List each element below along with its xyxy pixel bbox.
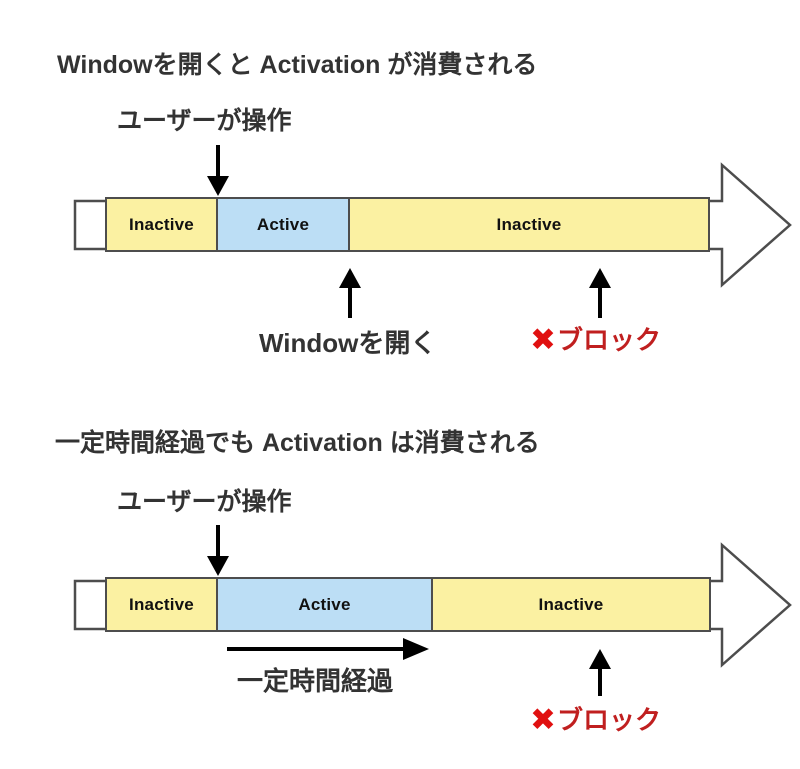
right-arrow-icon bbox=[227, 638, 429, 660]
down-arrow-icon bbox=[207, 525, 229, 576]
up-arrow-icon bbox=[589, 268, 611, 318]
section1-event-label: Windowを開く bbox=[259, 328, 437, 358]
up-arrow-icon bbox=[589, 649, 611, 696]
block-text: ブロック bbox=[556, 704, 661, 735]
segment-active: Active bbox=[215, 197, 351, 252]
section2-elapsed-label: 一定時間経過 bbox=[237, 666, 394, 696]
section1-timeline-segments: Inactive Active Inactive bbox=[105, 197, 710, 252]
segment-inactive: Inactive bbox=[105, 577, 218, 632]
cross-icon: ✖ bbox=[530, 702, 556, 737]
down-arrow-icon bbox=[207, 145, 229, 196]
cross-icon: ✖ bbox=[530, 322, 556, 357]
section2-user-action-label: ユーザーが操作 bbox=[117, 488, 292, 516]
segment-active: Active bbox=[215, 577, 434, 632]
section2-title: 一定時間経過でも Activation は消費される bbox=[55, 429, 540, 457]
segment-inactive: Inactive bbox=[105, 197, 218, 252]
section2-timeline-segments: Inactive Active Inactive bbox=[105, 577, 711, 632]
section1-title: Windowを開くと Activation が消費される bbox=[57, 51, 538, 79]
block-text: ブロック bbox=[556, 324, 661, 355]
up-arrow-icon bbox=[339, 268, 361, 318]
segment-inactive: Inactive bbox=[431, 577, 711, 632]
section1-block-label: ✖ ブロック bbox=[530, 324, 661, 355]
section2-block-label: ✖ ブロック bbox=[530, 704, 661, 735]
segment-inactive: Inactive bbox=[348, 197, 710, 252]
section1-user-action-label: ユーザーが操作 bbox=[117, 107, 292, 135]
